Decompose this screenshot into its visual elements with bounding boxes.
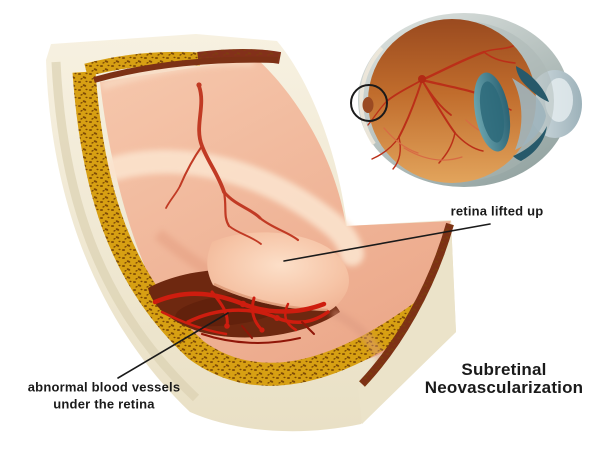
eye-vessel-branch [454,132,484,152]
eye-vessel-branch [371,136,400,160]
label-abnormal-line1: abnormal blood vessels [27,379,181,395]
eye-vessel-branch [367,100,388,126]
tangle-vessel [250,296,264,332]
eye-vessel-branch [420,50,486,82]
vessel-branch [222,190,262,220]
retina-fold-shade [330,307,387,364]
vessel-origin [196,82,202,88]
tangle-knot [259,327,265,333]
eye-vessel-branch [392,136,402,170]
eye-vessel-light [383,127,419,154]
eye-vessel-branch [483,51,516,64]
eye-ciliary-bottom [513,126,547,161]
tangle-knot [239,300,247,308]
eye-vessel-branch [421,79,452,116]
eye-vessel-branch [483,45,514,53]
eye-cornea-highlight [545,78,573,122]
lens-core [479,81,505,143]
choroid-speckles [72,71,448,386]
optic-disc [418,75,426,83]
tangle-vessel [160,310,228,336]
retina-lifted-dome [207,232,349,311]
abnormal-vessel-tangle [152,290,330,344]
tangle-knot [224,323,230,329]
rpe-dark-layer [93,56,279,83]
label-abnormal-line2: under the retina [53,396,155,411]
eye-fundus [368,19,536,183]
vessel-branch [165,185,181,209]
tangle-vessel-dark [241,325,253,339]
leader-lines [117,223,491,379]
dome-bottom-shadow [213,282,329,312]
cut-face-right [358,220,456,424]
tangle-vessel [284,302,298,332]
eye-vessel-branch [438,132,456,164]
eye-lens [473,72,511,152]
retina-cross-section [46,34,456,432]
diagram-title-line2: Neovascularization [424,378,584,397]
eye-inset [350,13,582,187]
surface-blood-vessel [165,82,300,245]
vessel-branch [228,225,262,245]
leader-line-abnormal-vessels [117,312,229,379]
tangle-vessel-dark [301,321,315,335]
retina-surface-highlight [104,149,364,266]
vessel-branch [258,216,300,242]
sclera-cut-edge-shade [51,61,200,402]
eye-anterior-chamber [512,78,546,150]
leader-line-retina-lifted [283,223,491,262]
choroid-top-strip-speckles [84,51,201,77]
vessel-branch [179,145,203,187]
label-retina-lifted-up: retina lifted up [450,203,544,219]
eye-ciliary-top [516,66,549,102]
tangle-vessel [210,290,229,328]
diagram-title: Subretinal Neovascularization [425,361,584,397]
tangle-vessel-dark [201,333,301,344]
neovascular-spot [362,97,374,113]
vessel-branch [222,190,231,228]
eye-vessel-branch [386,79,423,102]
eye-inner-rim-light [359,46,384,146]
diagram-title-line1: Subretinal [461,360,547,379]
magnifier-circle [350,84,388,122]
cut-face-dark-strip-speckles [359,222,454,387]
eye-vessel-light [403,147,463,161]
eye-vessel-branch [398,79,423,138]
label-abnormal-blood-vessels: abnormal blood vessels under the retina [28,380,181,413]
tangle-knot [274,315,280,321]
